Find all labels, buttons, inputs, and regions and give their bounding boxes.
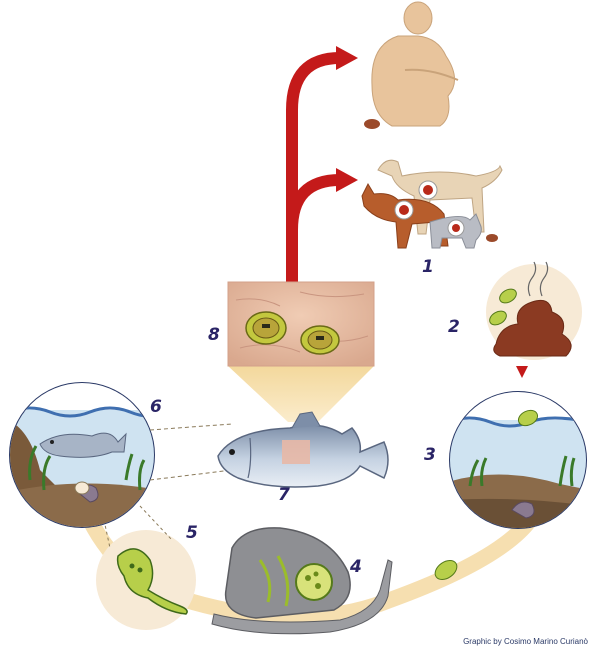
step-number-4: 4 [349, 557, 362, 577]
arrowhead-human [336, 46, 358, 70]
step-number-3: 3 [424, 445, 436, 465]
dog-cat-fox-host-icon [362, 160, 502, 248]
infection-arrows [292, 58, 340, 282]
graphic-credit: Graphic by Cosimo Marino Curianò [463, 637, 588, 646]
step-number-2: 2 [448, 317, 460, 337]
step-number-7: 7 [278, 485, 290, 505]
step-number-8: 8 [208, 325, 220, 345]
water-habitat-3 [448, 392, 590, 530]
human-host-icon [364, 2, 458, 129]
arrowhead-animals [336, 168, 358, 192]
cercaria-icon [96, 530, 196, 630]
step-number-1: 1 [422, 257, 434, 277]
metacercariae-in-flesh-icon [228, 282, 374, 366]
step-number-6: 6 [150, 397, 162, 417]
zoom-line-6 [150, 424, 232, 480]
fish-host-icon [218, 412, 388, 487]
step-number-5: 5 [186, 523, 198, 543]
feces-with-eggs-icon [486, 262, 582, 378]
water-habitat-6 [8, 382, 160, 530]
